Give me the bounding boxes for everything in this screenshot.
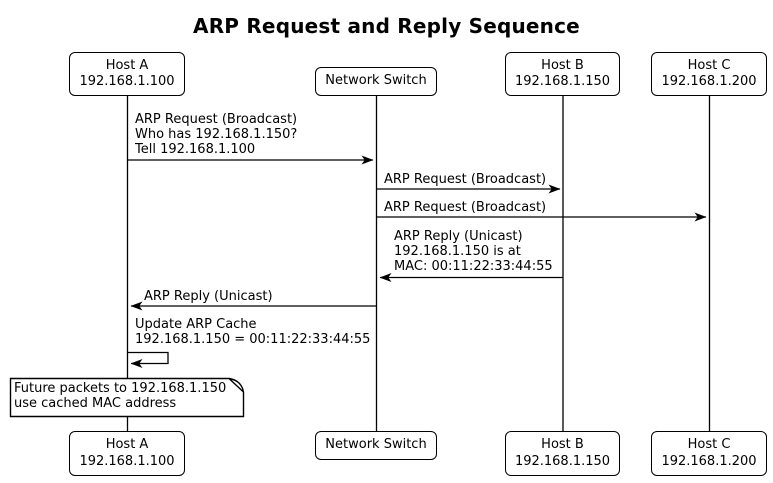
participant-name: Host B — [541, 57, 584, 73]
participant-address: 192.168.1.200 — [661, 453, 757, 469]
participant-host-a-bottom: Host A 192.168.1.100 — [69, 431, 185, 476]
diagram-title: ARP Request and Reply Sequence — [193, 14, 580, 38]
participant-host-c-bottom: Host C 192.168.1.200 — [651, 431, 767, 476]
message-line: ARP Reply (Unicast) — [394, 229, 523, 244]
participant-name: Network Switch — [325, 73, 427, 89]
message-line: Tell 192.168.1.100 — [135, 142, 256, 157]
message-line: ARP Request (Broadcast) — [384, 172, 547, 187]
participant-name: Host B — [541, 437, 584, 452]
note-shape — [9, 377, 245, 418]
message-line: MAC: 00:11:22:33:44:55 — [394, 259, 553, 274]
participant-switch-bottom: Network Switch — [315, 431, 437, 460]
participant-host-c-top: Host C 192.168.1.200 — [651, 52, 767, 96]
note-future-packets: Future packets to 192.168.1.150 use cach… — [14, 381, 226, 411]
message-line: 192.168.1.150 is at — [394, 244, 521, 259]
message-label-arp-reply-to-host-a: ARP Reply (Unicast) — [144, 289, 273, 304]
message-label-arp-reply-from-host-b: ARP Reply (Unicast) 192.168.1.150 is at … — [394, 229, 553, 274]
participant-address: 192.168.1.100 — [79, 74, 175, 89]
participant-host-a-top: Host A 192.168.1.100 — [69, 52, 185, 96]
participant-address: 192.168.1.150 — [514, 74, 611, 89]
participant-address: 192.168.1.100 — [79, 453, 175, 469]
participant-name: Network Switch — [325, 437, 427, 453]
participant-address: 192.168.1.200 — [661, 74, 757, 89]
message-line: ARP Reply (Unicast) — [144, 289, 273, 304]
message-label-arp-request-to-host-b: ARP Request (Broadcast) — [384, 172, 546, 187]
message-line: ARP Request (Broadcast) — [384, 200, 547, 215]
participant-host-b-top: Host B 192.168.1.150 — [505, 52, 620, 96]
message-line: 192.168.1.150 = 00:11:22:33:44:55 — [135, 332, 371, 347]
participant-name: Host A — [105, 437, 149, 452]
message-label-arp-request-to-host-c: ARP Request (Broadcast) — [384, 200, 546, 215]
message-line: Who has 192.168.1.150? — [135, 127, 298, 142]
note-line: Future packets to 192.168.1.150 — [14, 381, 227, 396]
message-line: Update ARP Cache — [135, 317, 257, 332]
note-line: use cached MAC address — [14, 396, 177, 411]
note-fold-icon — [228, 377, 245, 393]
arrow-self-update-cache — [127, 351, 169, 368]
participant-name: Host C — [687, 57, 731, 73]
message-label-arp-request-broadcast: ARP Request (Broadcast) Who has 192.168.… — [135, 112, 297, 157]
participant-address: 192.168.1.150 — [514, 453, 611, 469]
message-label-update-arp-cache: Update ARP Cache 192.168.1.150 = 00:11:2… — [135, 317, 370, 347]
participant-host-b-bottom: Host B 192.168.1.150 — [505, 431, 620, 476]
participant-name: Host A — [105, 57, 149, 73]
participant-switch-top: Network Switch — [315, 67, 437, 96]
message-line: ARP Request (Broadcast) — [135, 112, 298, 127]
participant-name: Host C — [687, 437, 731, 452]
